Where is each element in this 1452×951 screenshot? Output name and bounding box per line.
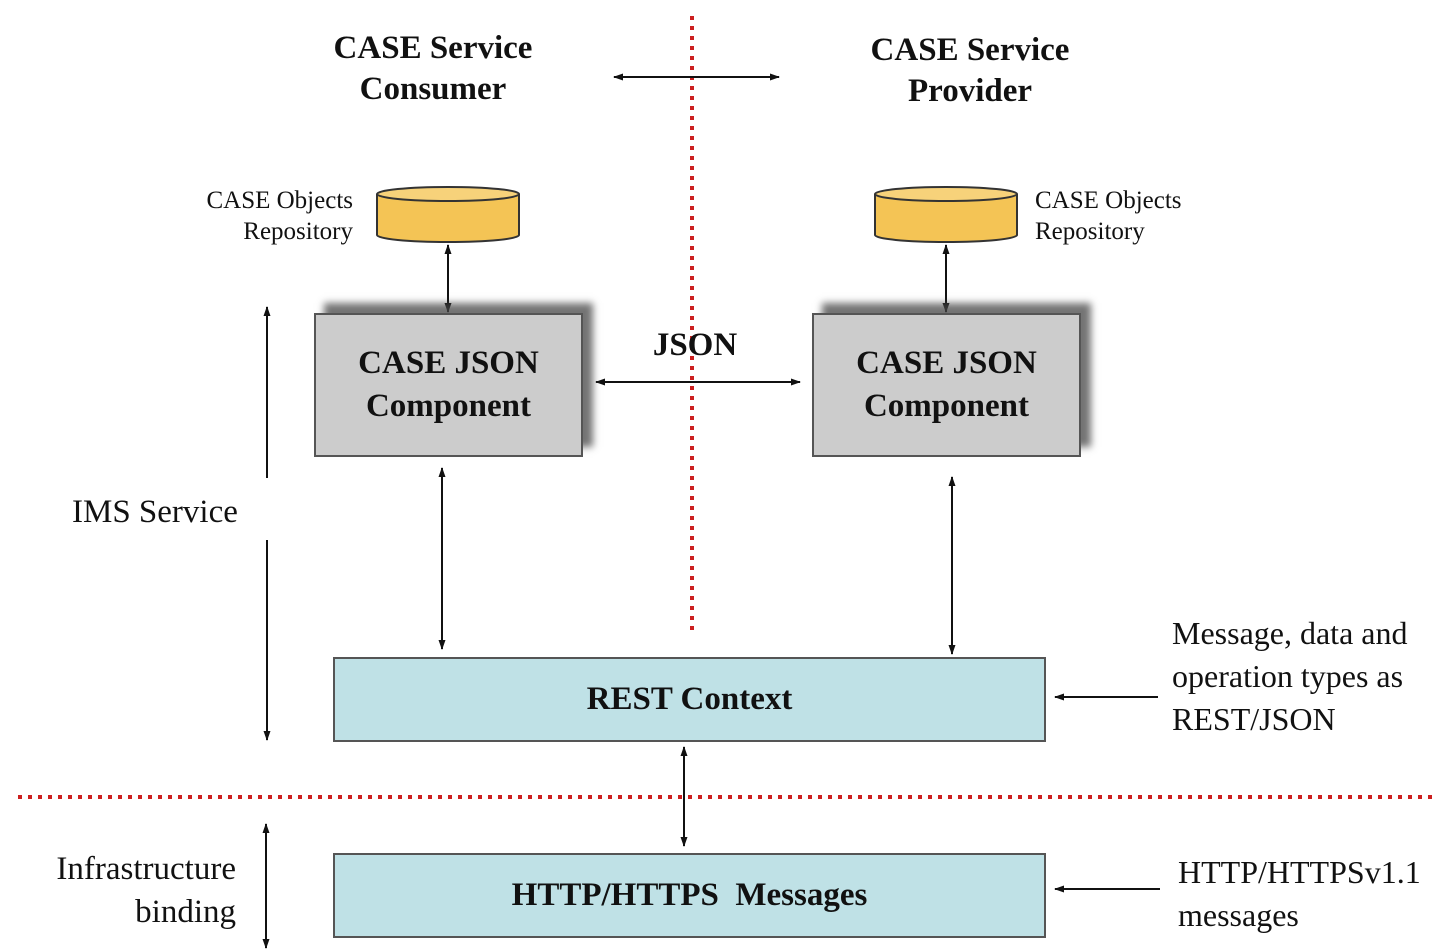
- consumer-title-line-1: CASE Service: [333, 30, 533, 66]
- left-repository-label-line-2: Repository: [243, 218, 353, 246]
- left-repository-cylinder: [376, 186, 520, 243]
- ims-service-label: IMS Service: [72, 494, 238, 530]
- right-repository-cylinder: [874, 186, 1018, 243]
- infrastructure-label-line-1: Infrastructure: [56, 851, 236, 887]
- left-component-line-2: Component: [365, 388, 531, 424]
- json-label: JSON: [652, 327, 738, 363]
- left-case-json-component: CASE JSON Component: [314, 313, 583, 457]
- rest-note-line-3: REST/JSON: [1172, 701, 1336, 738]
- rest-note-line-1: Message, data and: [1172, 615, 1408, 651]
- right-component-line-2: Component: [863, 388, 1029, 424]
- right-case-json-component: CASE JSON Component: [812, 313, 1081, 457]
- consumer-title: CASE Service Consumer: [293, 28, 573, 111]
- left-component-line-1: CASE JSON: [358, 345, 539, 382]
- rest-note-line-2: operation types as: [1172, 658, 1404, 695]
- provider-title: CASE Service Provider: [830, 30, 1110, 113]
- http-messages-label: HTTP/HTTPS Messages: [511, 877, 868, 913]
- http-note-line-2: messages: [1178, 897, 1299, 934]
- rest-note: Message, data and operation types as RES…: [1172, 612, 1407, 742]
- right-repository-label-line-2: Repository: [1035, 218, 1145, 246]
- right-repository-label-line-1: CASE Objects: [1035, 187, 1182, 214]
- right-component-line-1: CASE JSON: [856, 345, 1037, 382]
- http-messages-box: HTTP/HTTPS Messages: [333, 853, 1046, 938]
- infrastructure-binding-label: Infrastructure binding: [20, 848, 236, 934]
- rest-context-label: REST Context: [586, 681, 793, 717]
- right-repository-label: CASE Objects Repository: [1035, 185, 1245, 248]
- http-note: HTTP/HTTPSv1.1 messages: [1178, 851, 1421, 937]
- http-note-line-1: HTTP/HTTPSv1.1: [1178, 854, 1421, 890]
- left-repository-label-line-1: CASE Objects: [206, 187, 353, 214]
- infrastructure-label-line-2: binding: [135, 893, 236, 930]
- rest-context-box: REST Context: [333, 657, 1046, 742]
- left-repository-label: CASE Objects Repository: [150, 185, 353, 248]
- provider-title-line-2: Provider: [907, 73, 1033, 110]
- consumer-title-line-2: Consumer: [359, 71, 507, 108]
- provider-title-line-1: CASE Service: [870, 32, 1070, 68]
